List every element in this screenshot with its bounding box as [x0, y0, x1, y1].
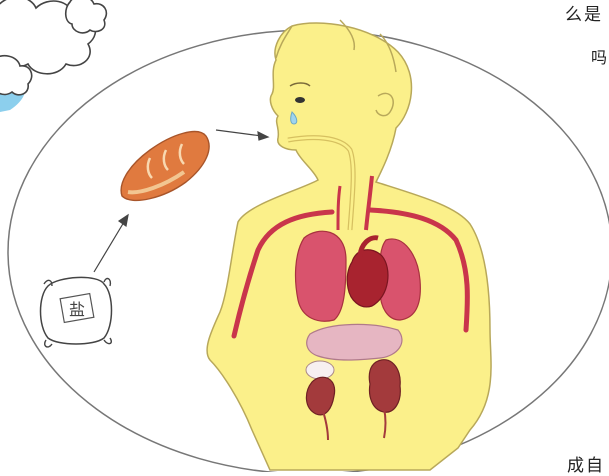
liver — [307, 324, 402, 360]
arrow-bread-to-mouth — [216, 130, 268, 140]
salt-packet-icon: 盐 — [41, 277, 112, 347]
kidney-right — [369, 360, 400, 413]
arrow-salt-to-bread — [94, 215, 128, 272]
ear — [376, 93, 393, 115]
margin-text-bottom-right: 成自 — [567, 451, 605, 476]
eye — [295, 97, 305, 103]
salt-label: 盐 — [69, 300, 85, 319]
cloud-icon — [0, 0, 106, 95]
margin-text-top-right: 么是 — [565, 0, 603, 25]
human-figure — [207, 23, 491, 470]
stomach — [306, 361, 334, 379]
bread-icon — [121, 132, 209, 201]
lung-right — [296, 231, 346, 321]
margin-text-top-right-partial: 吗 — [591, 44, 609, 68]
